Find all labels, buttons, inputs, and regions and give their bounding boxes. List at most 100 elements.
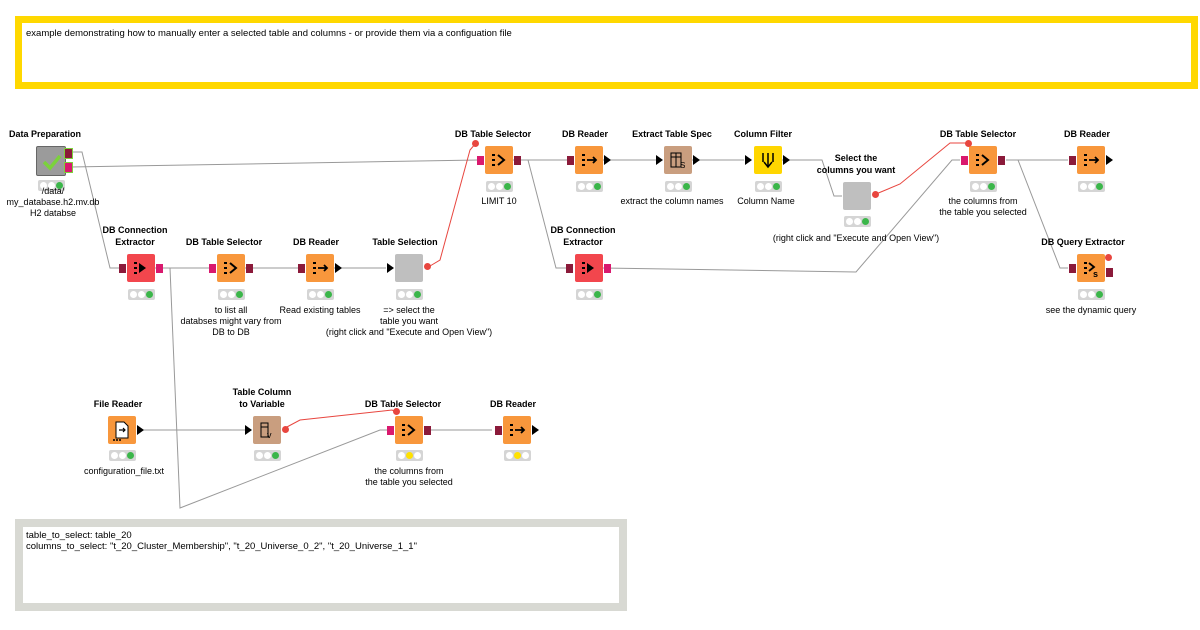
input-port[interactable] xyxy=(477,156,484,165)
node-table-selection-view[interactable] xyxy=(395,254,423,282)
input-port[interactable] xyxy=(567,156,574,165)
flow-variable-port[interactable] xyxy=(424,263,431,270)
node-status xyxy=(396,289,423,300)
node-status xyxy=(396,450,423,461)
node-table-column-to-variable[interactable]: v xyxy=(253,416,281,444)
db-query-extractor-icon: s xyxy=(1084,262,1098,279)
flow-variable-port[interactable] xyxy=(1105,254,1112,261)
db-connection-extractor-icon xyxy=(582,262,594,274)
node-db-reader[interactable] xyxy=(575,146,603,174)
flow-variable-connection xyxy=(284,409,397,429)
db-reader-icon xyxy=(510,424,526,436)
node-title: DB Table Selector xyxy=(454,129,532,139)
node-db-table-selector[interactable] xyxy=(217,254,245,282)
node-extract-table-spec[interactable]: S xyxy=(664,146,692,174)
node-label: see the dynamic query xyxy=(1045,305,1137,315)
node-select-columns-view[interactable] xyxy=(843,182,871,210)
node-data-preparation[interactable] xyxy=(36,146,66,176)
node-title: DB Reader xyxy=(1063,129,1111,139)
table-column-to-variable-icon: v xyxy=(260,422,272,440)
connection xyxy=(601,159,960,273)
output-port[interactable] xyxy=(335,263,342,273)
input-port[interactable] xyxy=(209,264,216,273)
node-db-table-selector[interactable] xyxy=(485,146,513,174)
output-port[interactable] xyxy=(246,264,253,273)
node-db-query-extractor[interactable]: s xyxy=(1077,254,1105,282)
connection xyxy=(71,151,120,269)
node-db-reader[interactable] xyxy=(1077,146,1105,174)
input-port[interactable] xyxy=(387,426,394,435)
flow-variable-port[interactable] xyxy=(472,140,479,147)
output-port[interactable] xyxy=(424,426,431,435)
node-title: DB Connection Extractor xyxy=(102,225,168,247)
output-port[interactable] xyxy=(783,155,790,165)
db-reader-icon xyxy=(313,262,329,274)
output-port[interactable] xyxy=(156,264,163,273)
flow-variable-port[interactable] xyxy=(393,408,400,415)
input-port[interactable] xyxy=(1069,156,1076,165)
input-port[interactable] xyxy=(245,425,252,435)
node-label: => select the table you want (right clic… xyxy=(325,305,493,337)
connection xyxy=(780,159,842,197)
node-db-table-selector[interactable] xyxy=(969,146,997,174)
db-table-selector-icon xyxy=(402,424,416,436)
file-reader-icon xyxy=(113,421,129,441)
output-port[interactable] xyxy=(514,156,521,165)
node-file-reader[interactable] xyxy=(108,416,136,444)
input-port[interactable] xyxy=(387,263,394,273)
workflow-annotation-top[interactable]: example demonstrating how to manually en… xyxy=(15,16,1198,89)
input-port[interactable] xyxy=(119,264,126,273)
svg-text:v: v xyxy=(267,430,272,440)
output-port[interactable] xyxy=(604,264,611,273)
node-label: the columns from the table you selected xyxy=(939,196,1027,217)
node-status xyxy=(665,181,692,192)
svg-text:s: s xyxy=(1093,269,1098,279)
node-db-table-selector[interactable] xyxy=(395,416,423,444)
flow-variable-connection xyxy=(875,142,968,195)
node-db-reader[interactable] xyxy=(306,254,334,282)
node-label: to list all databses might vary from DB … xyxy=(180,305,282,337)
output-port[interactable] xyxy=(1106,155,1113,165)
node-label: extract the column names xyxy=(620,196,724,206)
output-port[interactable] xyxy=(604,155,611,165)
node-label: (right click and "Execute and Open View"… xyxy=(772,233,940,243)
flow-variable-port[interactable] xyxy=(872,191,879,198)
input-port[interactable] xyxy=(745,155,752,165)
node-db-connection-extractor[interactable] xyxy=(575,254,603,282)
input-port[interactable] xyxy=(298,264,305,273)
workflow-annotation-bottom[interactable]: table_to_select: table_20 columns_to_sel… xyxy=(15,519,627,611)
input-port[interactable] xyxy=(961,156,968,165)
input-port[interactable] xyxy=(1069,264,1076,273)
node-title: DB Table Selector xyxy=(364,399,442,409)
input-port[interactable] xyxy=(566,264,573,273)
output-port[interactable] xyxy=(64,148,73,159)
node-title: File Reader xyxy=(93,399,143,409)
node-status xyxy=(38,180,65,191)
node-title: DB Connection Extractor xyxy=(550,225,616,247)
node-column-filter[interactable] xyxy=(754,146,782,174)
connection xyxy=(155,267,388,509)
flow-variable-port[interactable] xyxy=(965,140,972,147)
flow-variable-port[interactable] xyxy=(282,426,289,433)
node-title: DB Table Selector xyxy=(185,237,263,247)
node-db-reader[interactable] xyxy=(503,416,531,444)
output-port[interactable] xyxy=(693,155,700,165)
node-db-connection-extractor[interactable] xyxy=(127,254,155,282)
output-port[interactable] xyxy=(1106,268,1113,277)
node-status xyxy=(307,289,334,300)
output-port[interactable] xyxy=(532,425,539,435)
input-port[interactable] xyxy=(656,155,663,165)
output-port[interactable] xyxy=(998,156,1005,165)
node-label: Read existing tables xyxy=(279,305,361,315)
node-title: Extract Table Spec xyxy=(632,129,712,139)
node-title: DB Reader xyxy=(561,129,609,139)
node-status xyxy=(576,181,603,192)
input-port[interactable] xyxy=(495,426,502,435)
annotation-text: table_to_select: table_20 columns_to_sel… xyxy=(26,530,417,552)
extract-table-spec-icon: S xyxy=(670,152,685,170)
node-label: the columns from the table you selected xyxy=(365,466,453,487)
db-table-selector-icon xyxy=(224,262,238,274)
node-status xyxy=(844,216,871,227)
output-port[interactable] xyxy=(64,162,73,173)
output-port[interactable] xyxy=(137,425,144,435)
